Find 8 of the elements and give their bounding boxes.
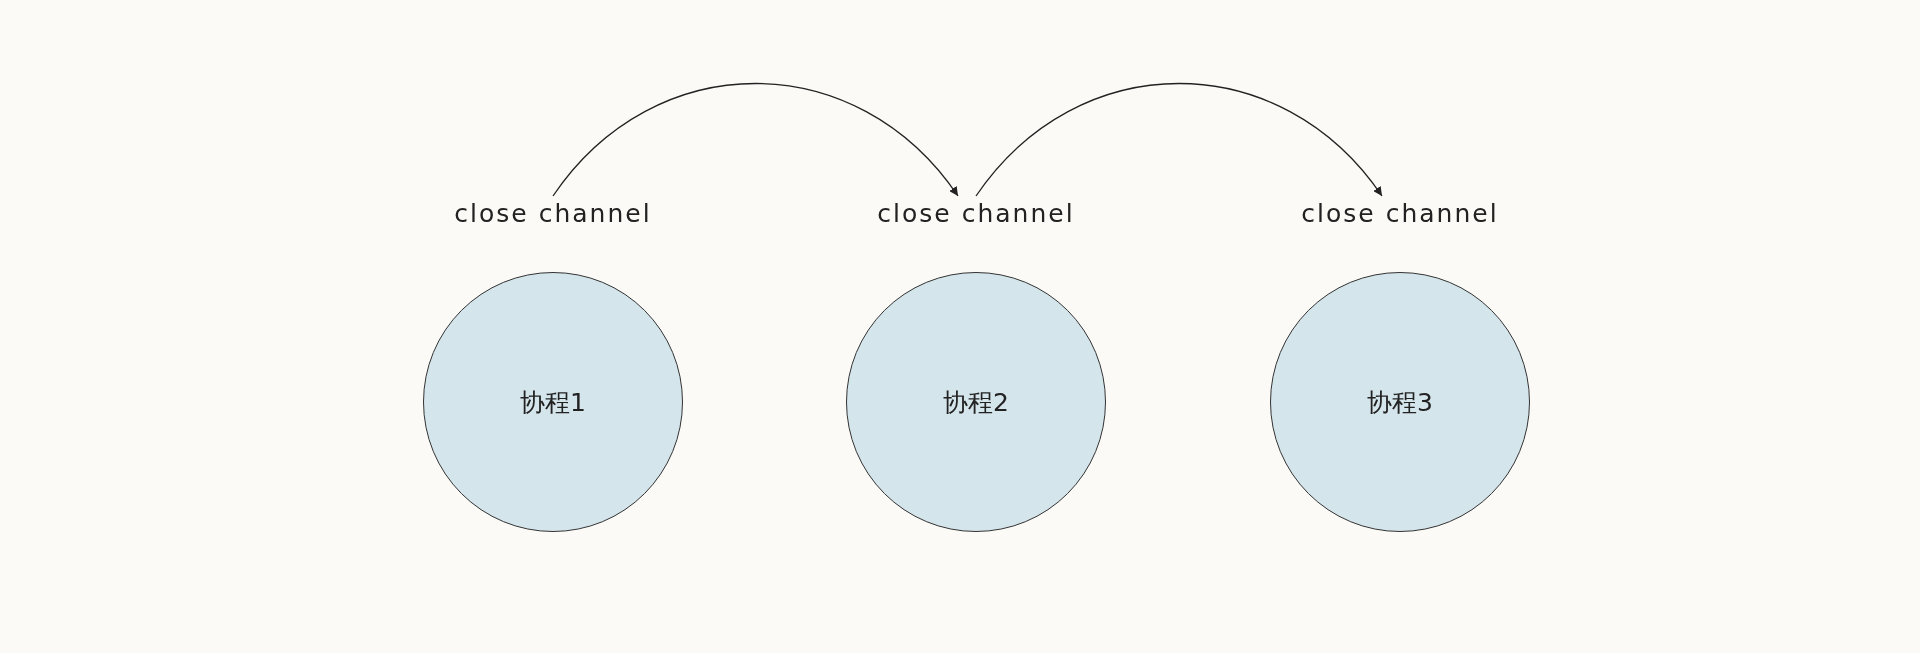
coroutine-label: 协程3 [1367,386,1433,419]
step-label: close channel [443,196,663,230]
coroutine-label: 协程2 [943,386,1009,419]
curved-arrow [975,82,1383,197]
curved-arrow [552,82,959,197]
step-label: close channel [866,196,1086,230]
step-label: close channel [1290,196,1510,230]
coroutine-label: 协程1 [520,386,586,419]
